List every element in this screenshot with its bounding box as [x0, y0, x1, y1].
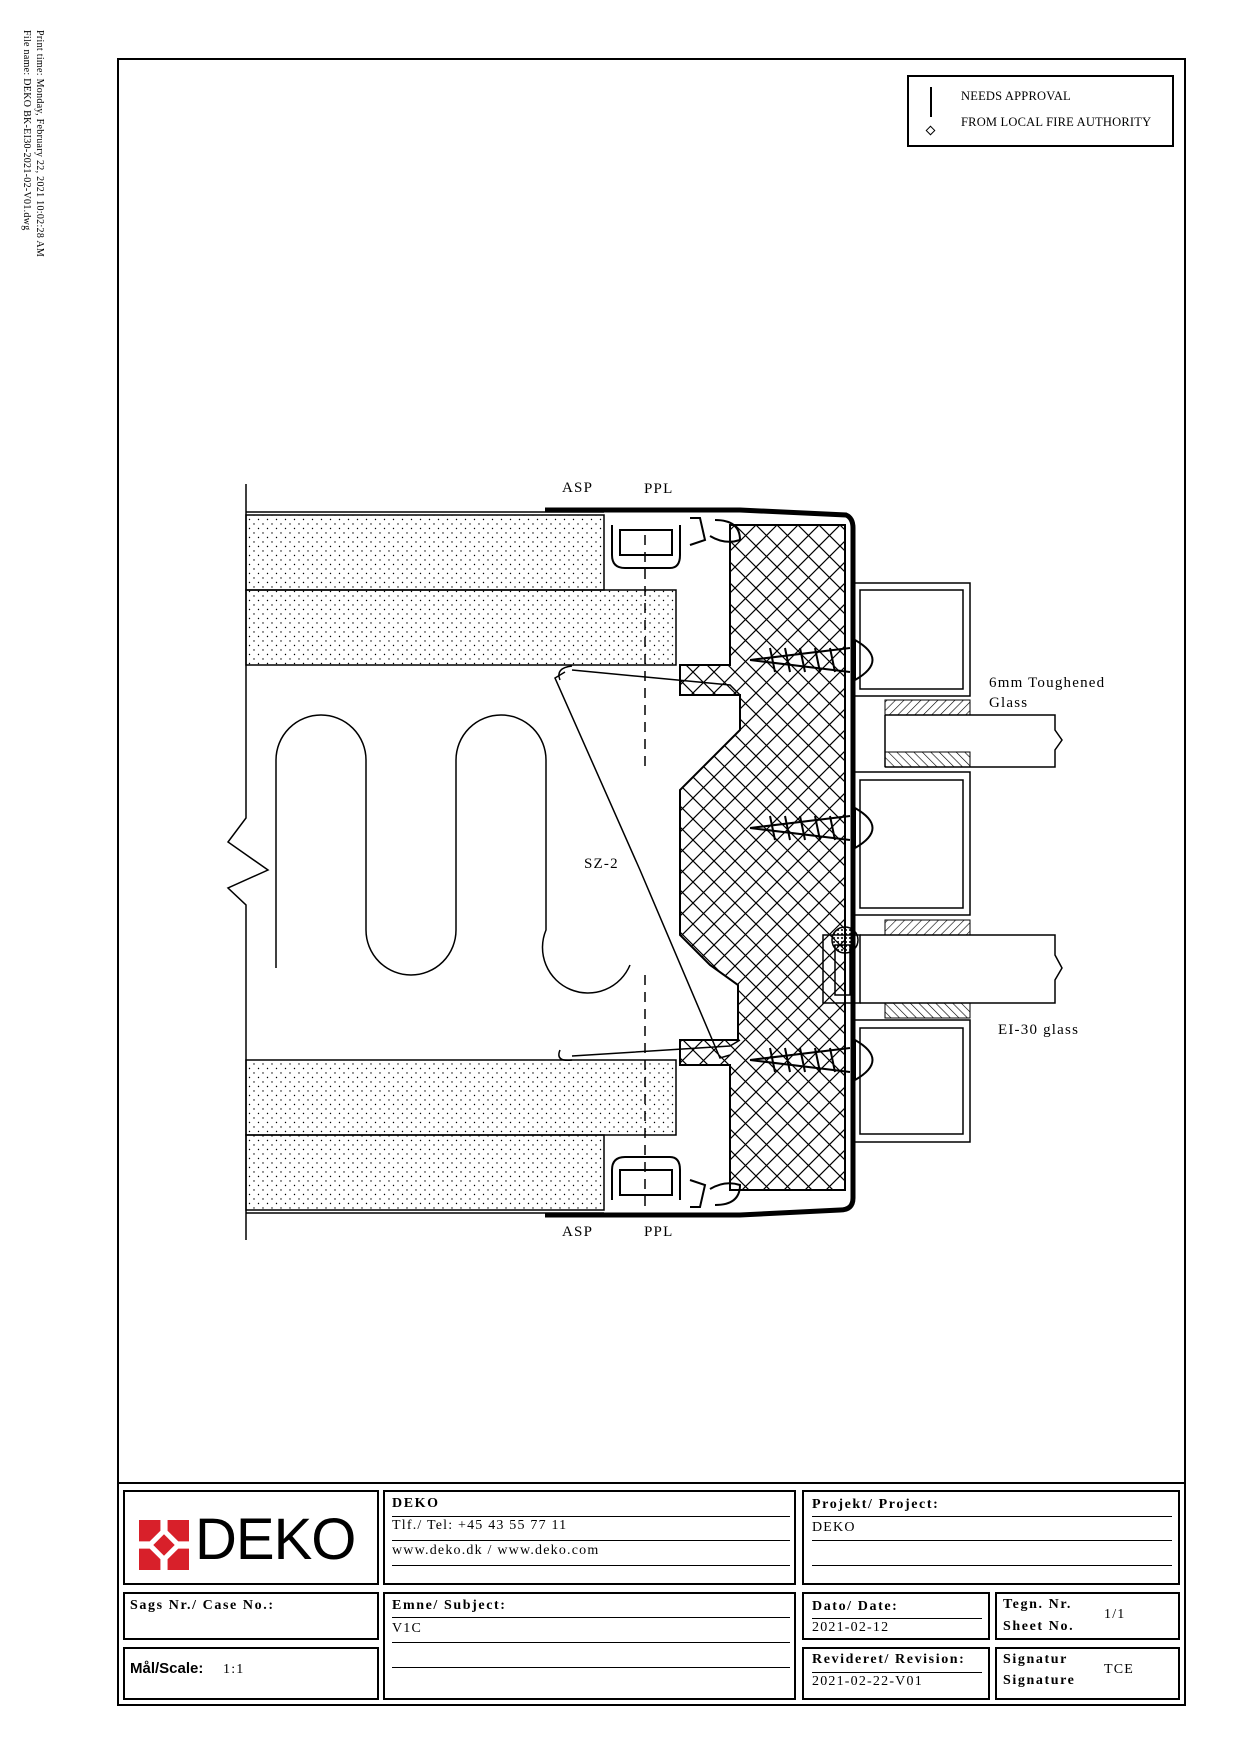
company-web: www.deko.dk / www.deko.com — [392, 1543, 600, 1558]
company-cell — [383, 1490, 796, 1585]
print-time: Print time: Monday, February 22, 2021 10… — [34, 30, 45, 258]
scale-label: Mål/Scale: — [130, 1660, 204, 1677]
intumescent-seal — [831, 926, 859, 954]
revision-rule — [812, 1672, 982, 1673]
label-glass-6mm-2: Glass — [989, 695, 1029, 711]
glazing-beads — [852, 582, 971, 1143]
subject-rule-1 — [392, 1617, 790, 1618]
revision-label: Revideret/ Revision: — [812, 1652, 966, 1667]
date-cell — [802, 1592, 990, 1640]
label-ppl-top: PPL — [644, 481, 674, 497]
revision-value: 2021-02-22-V01 — [812, 1674, 923, 1689]
serpentine-insulation — [275, 714, 631, 994]
scale-cell — [123, 1647, 379, 1700]
screws — [749, 638, 874, 1082]
signature-label-1: Signatur — [1003, 1652, 1068, 1667]
date-rule — [812, 1618, 982, 1619]
company-rule-2 — [392, 1540, 790, 1541]
label-ei30-glass: EI-30 glass — [998, 1022, 1080, 1038]
insulation-boards-top — [245, 511, 677, 666]
company-rule-3 — [392, 1565, 790, 1566]
subject-rule-2 — [392, 1642, 790, 1643]
subject-label: Emne/ Subject: — [392, 1598, 507, 1613]
notice-line-2: FROM LOCAL FIRE AUTHORITY — [961, 115, 1152, 129]
print-metadata: Print time: Monday, February 22, 2021 10… — [20, 30, 46, 257]
signature-value: TCE — [1104, 1662, 1135, 1677]
sheet-cell — [995, 1592, 1180, 1640]
project-cell — [802, 1490, 1180, 1585]
project-value: DEKO — [812, 1520, 856, 1535]
case-label: Sags Nr./ Case No.: — [130, 1598, 275, 1613]
project-label: Projekt/ Project: — [812, 1497, 940, 1512]
label-sz2: SZ-2 — [584, 856, 619, 872]
title-block — [117, 1482, 1186, 1706]
sheet-label-1: Tegn. Nr. — [1003, 1597, 1072, 1612]
signature-label-2: Signature — [1003, 1673, 1076, 1688]
project-rule-1 — [812, 1516, 1172, 1517]
revision-cell — [802, 1647, 990, 1700]
project-rule-3 — [812, 1565, 1172, 1566]
exclamation-icon — [930, 87, 932, 117]
seal-profile-top — [611, 517, 742, 569]
label-glass-6mm-1: 6mm Toughened — [989, 675, 1106, 691]
subject-cell — [383, 1592, 796, 1700]
deko-logo-icon — [139, 1520, 189, 1570]
date-value: 2021-02-12 — [812, 1620, 890, 1635]
frame-hardwood — [679, 524, 846, 1191]
sheet-value: 1/1 — [1104, 1607, 1126, 1622]
insulation-boards-bottom — [245, 1059, 677, 1214]
company-name: DEKO — [392, 1496, 440, 1511]
label-asp-bottom: ASP — [562, 1224, 594, 1240]
date-label: Dato/ Date: — [812, 1599, 899, 1614]
project-rule-2 — [812, 1540, 1172, 1541]
scale-value: 1:1 — [223, 1662, 245, 1677]
approval-notice: NEEDS APPROVAL FROM LOCAL FIRE AUTHORITY — [907, 75, 1174, 147]
company-tel: Tlf./ Tel: +45 43 55 77 11 — [392, 1518, 568, 1533]
case-cell — [123, 1592, 379, 1640]
label-ppl-bottom: PPL — [644, 1224, 674, 1240]
subject-value: V1C — [392, 1621, 423, 1636]
glazing-tapes — [884, 699, 971, 1019]
subject-rule-3 — [392, 1667, 790, 1668]
seal-profile-bottom — [611, 1156, 742, 1208]
wall-edge — [226, 484, 270, 1240]
glass-ei30 — [822, 934, 1063, 1004]
deko-logo-text: DEKO — [195, 1507, 356, 1572]
label-asp-top: ASP — [562, 480, 594, 496]
glass-toughened — [884, 714, 1063, 768]
company-rule-1 — [392, 1516, 790, 1517]
sheet-label-2: Sheet No. — [1003, 1619, 1075, 1634]
signature-cell — [995, 1647, 1180, 1700]
file-name: File name: DEKO BK-EI30-2021-02-V01.dwg — [21, 30, 32, 231]
notice-line-1: NEEDS APPROVAL — [961, 89, 1071, 103]
logo-cell — [123, 1490, 379, 1585]
